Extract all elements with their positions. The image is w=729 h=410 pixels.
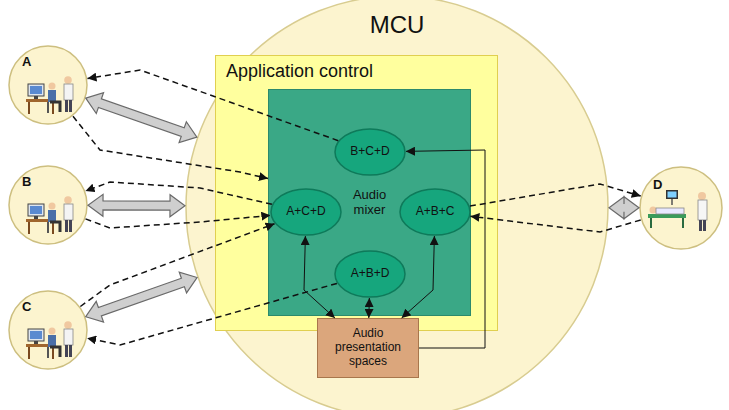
- presentation-link: [406, 150, 485, 348]
- site-circle-outline: [639, 166, 723, 250]
- audio-stream: [470, 216, 640, 232]
- patient-figure: [648, 190, 707, 231]
- audio-stream: [87, 283, 337, 345]
- site-letter: D: [653, 178, 662, 193]
- audio-stream: [87, 70, 338, 141]
- control-panel: Application controlAudio mixer B+C+D A+C+D…: [215, 55, 498, 331]
- link-arrow: [88, 194, 185, 216]
- presentation-box: Audio presentation spaces: [317, 318, 419, 378]
- site-circle: A: [8, 45, 88, 125]
- mixer-title: Audio mixer: [344, 188, 396, 218]
- panel-title: Application control: [226, 61, 373, 82]
- mixer-area: Audio mixer B+C+D A+C+D A+B+C A+B+D: [268, 89, 471, 316]
- site-circle: B: [8, 165, 88, 245]
- audio-stream: [80, 224, 274, 307]
- audio-stream: [470, 184, 641, 206]
- site-letter: B: [22, 175, 31, 190]
- mix-ellipse: A+C+D: [270, 188, 342, 236]
- presentation-label: Audio presentation spaces: [322, 327, 414, 368]
- mix-label: A+B+C: [416, 205, 455, 219]
- workstation-figure: [26, 321, 73, 359]
- mix-ellipse: B+C+D: [334, 128, 406, 176]
- site-circle: C: [8, 290, 88, 370]
- link-arrow: [86, 272, 197, 322]
- mix-ellipse: A+B+C: [399, 188, 471, 236]
- site-circle-outline: [8, 290, 88, 370]
- audio-stream: [86, 215, 271, 228]
- site-circle-outline: [8, 45, 88, 125]
- link-arrow: [86, 93, 197, 143]
- workstation-figure: [26, 76, 73, 114]
- unit-title: MCU: [370, 11, 425, 39]
- presentation-link: [368, 298, 370, 318]
- mix-label: A+C+D: [286, 205, 325, 219]
- site-letter: C: [22, 300, 31, 315]
- presentation-link: [304, 236, 335, 318]
- audio-stream: [73, 116, 268, 178]
- workstation-figure: [26, 196, 73, 234]
- presentation-link: [402, 236, 435, 318]
- site-circle: D: [639, 166, 723, 250]
- mix-label: A+B+D: [351, 267, 390, 281]
- link-arrow: [609, 197, 639, 219]
- mix-label: B+C+D: [350, 145, 389, 159]
- mix-ellipse: A+B+D: [334, 250, 406, 298]
- unit-circle: MCU Application controlAudio mixer B+C+D A+…: [185, 0, 609, 410]
- site-letter: A: [22, 55, 31, 70]
- audio-stream: [86, 182, 272, 204]
- site-circle-outline: [8, 165, 88, 245]
